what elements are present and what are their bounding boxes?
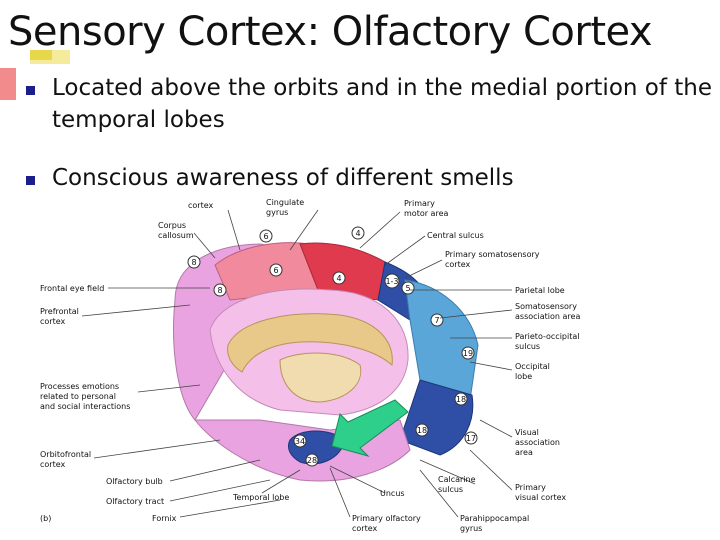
- bullet-marker-2: [26, 176, 35, 185]
- label-calcarine2: sulcus: [438, 485, 463, 494]
- corpus-callosum: [227, 313, 393, 373]
- label-parieto-occ: Parieto-occipital: [515, 332, 580, 341]
- bullet-1: Located above the orbits and in the medi…: [52, 75, 713, 133]
- area-num: 18: [417, 426, 427, 435]
- label-primary-visual1: Primary: [515, 483, 546, 492]
- label-corpus: Corpus: [158, 221, 186, 230]
- thalamus-region: [279, 352, 362, 403]
- area-num: 8: [217, 286, 222, 295]
- label-processes3: and social interactions: [40, 402, 130, 411]
- label-panel: (b): [40, 514, 51, 523]
- area-num: 1-3: [385, 277, 398, 286]
- title-accent-yellow-small: [30, 50, 52, 60]
- label-primary-olf1: Primary olfactory: [352, 514, 421, 523]
- label-parahippo1: Parahippocampal: [460, 514, 529, 523]
- label-olfactory-bulb: Olfactory bulb: [106, 477, 163, 486]
- label-primary-olf2: cortex: [352, 524, 378, 533]
- area-num: 8: [191, 258, 196, 267]
- label-callosum: callosum: [158, 231, 194, 240]
- label-primary-motor: Primary: [404, 199, 435, 208]
- label-primary-visual2: visual cortex: [515, 493, 566, 502]
- area-num: 4: [336, 274, 341, 283]
- label-visual-assoc2: association: [515, 438, 560, 447]
- area-num: 18: [456, 395, 466, 404]
- leader-lines: [81, 209, 513, 518]
- label-visual-assoc1: Visual: [515, 428, 539, 437]
- label-somato-cortex: cortex: [445, 260, 471, 269]
- label-primary-somato: Primary somatosensory: [445, 250, 540, 259]
- label-parieto-occ2: sulcus: [515, 342, 540, 351]
- bullet-marker-1: [26, 86, 35, 95]
- label-prefrontal-cortex: cortex: [40, 317, 66, 326]
- area-num: 4: [355, 229, 360, 238]
- label-parietal-lobe: Parietal lobe: [515, 286, 565, 295]
- label-motor-area: motor area: [404, 209, 448, 218]
- label-occipital: Occipital: [515, 362, 550, 371]
- area-num: 17: [466, 434, 476, 443]
- label-occipital2: lobe: [515, 372, 532, 381]
- area-num: 34: [295, 437, 305, 446]
- label-frontal-eye: Frontal eye field: [40, 284, 104, 293]
- label-fornix: Fornix: [152, 514, 177, 523]
- label-calcarine1: Calcarine: [438, 475, 476, 484]
- diagram-labels: cortex Cingulate gyrus Primary motor are…: [40, 198, 580, 533]
- area-number-circles: 6 4 8 6 4 1-3 5 8 7 19 18 18 17 34 28: [187, 226, 478, 467]
- label-orbitofrontal: Orbitofrontal: [40, 450, 91, 459]
- area-num: 6: [273, 266, 278, 275]
- label-processes1: Processes emotions: [40, 382, 119, 391]
- title-accent-pink: [0, 68, 16, 100]
- label-gyrus: gyrus: [266, 208, 288, 217]
- area-num: 6: [263, 232, 268, 241]
- label-visual-assoc3: area: [515, 448, 533, 457]
- label-cortex: cortex: [188, 201, 214, 210]
- pointer-arrow: [331, 399, 409, 457]
- label-uncus: Uncus: [380, 489, 405, 498]
- label-orbitofrontal2: cortex: [40, 460, 66, 469]
- label-prefrontal: Prefrontal: [40, 307, 79, 316]
- area-num: 7: [434, 316, 439, 325]
- label-processes2: related to personal: [40, 392, 116, 401]
- label-parahippo2: gyrus: [460, 524, 482, 533]
- label-temporal-lobe: Temporal lobe: [232, 493, 289, 502]
- parietal-region: [404, 279, 479, 401]
- label-olfactory-tract: Olfactory tract: [106, 497, 164, 506]
- label-cingulate: Cingulate: [266, 198, 304, 207]
- label-somato-assoc2: association area: [515, 312, 580, 321]
- bullet-2: Conscious awareness of different smells: [52, 165, 514, 191]
- area-num: 19: [463, 349, 473, 358]
- slide-title: Sensory Cortex: Olfactory Cortex: [8, 9, 653, 55]
- area-num: 5: [405, 284, 410, 293]
- label-central-sulcus: Central sulcus: [427, 231, 484, 240]
- label-somato-assoc: Somatosensory: [515, 302, 577, 311]
- area-num: 28: [307, 456, 317, 465]
